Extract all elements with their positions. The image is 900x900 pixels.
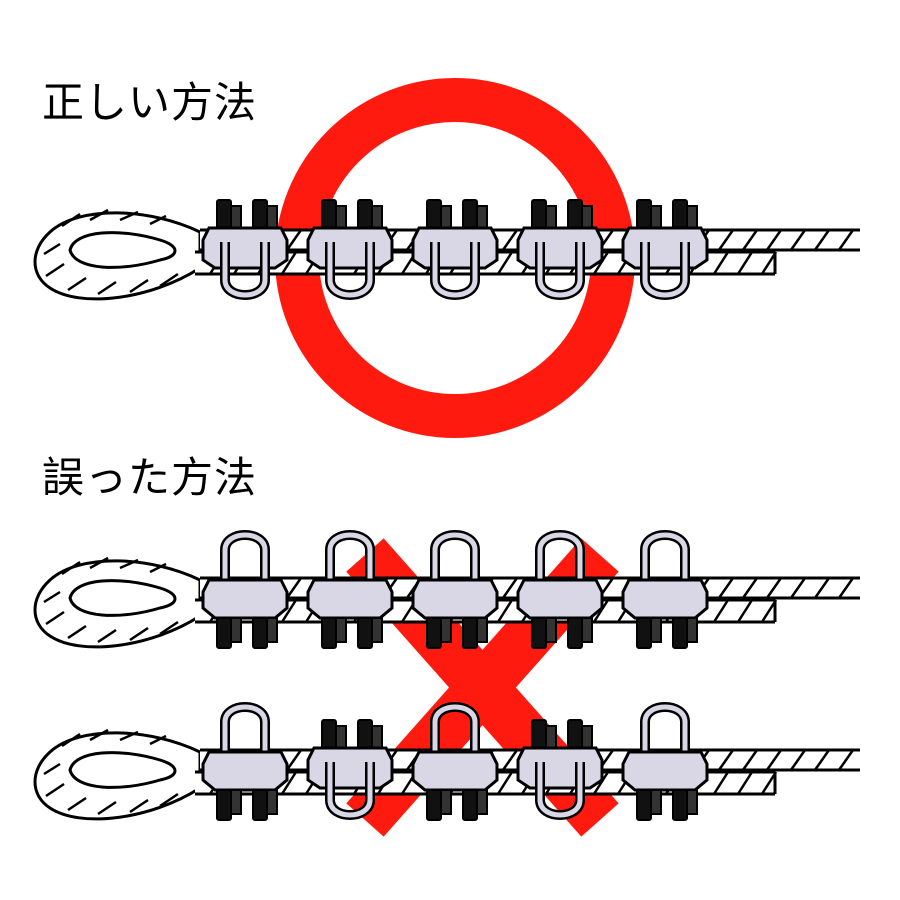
rope-row-wrong-1 xyxy=(33,535,860,649)
rope-row-wrong-2 xyxy=(33,707,860,821)
rope-row-correct xyxy=(33,200,860,301)
wire-clip-down xyxy=(203,535,287,648)
caption-wrong-method: 誤った方法 xyxy=(42,453,258,502)
wire-clip-up xyxy=(203,200,287,295)
rope-eye xyxy=(33,728,202,821)
wire-clip-down xyxy=(623,535,707,648)
wire-clip-up xyxy=(623,200,707,295)
wire-clip-down xyxy=(203,707,287,820)
caption-correct-method: 正しい方法 xyxy=(42,78,258,127)
rope-eye xyxy=(33,208,202,301)
rope-eye xyxy=(33,556,202,649)
wire-clip-down xyxy=(623,707,707,820)
wire-clip-up xyxy=(413,200,497,295)
